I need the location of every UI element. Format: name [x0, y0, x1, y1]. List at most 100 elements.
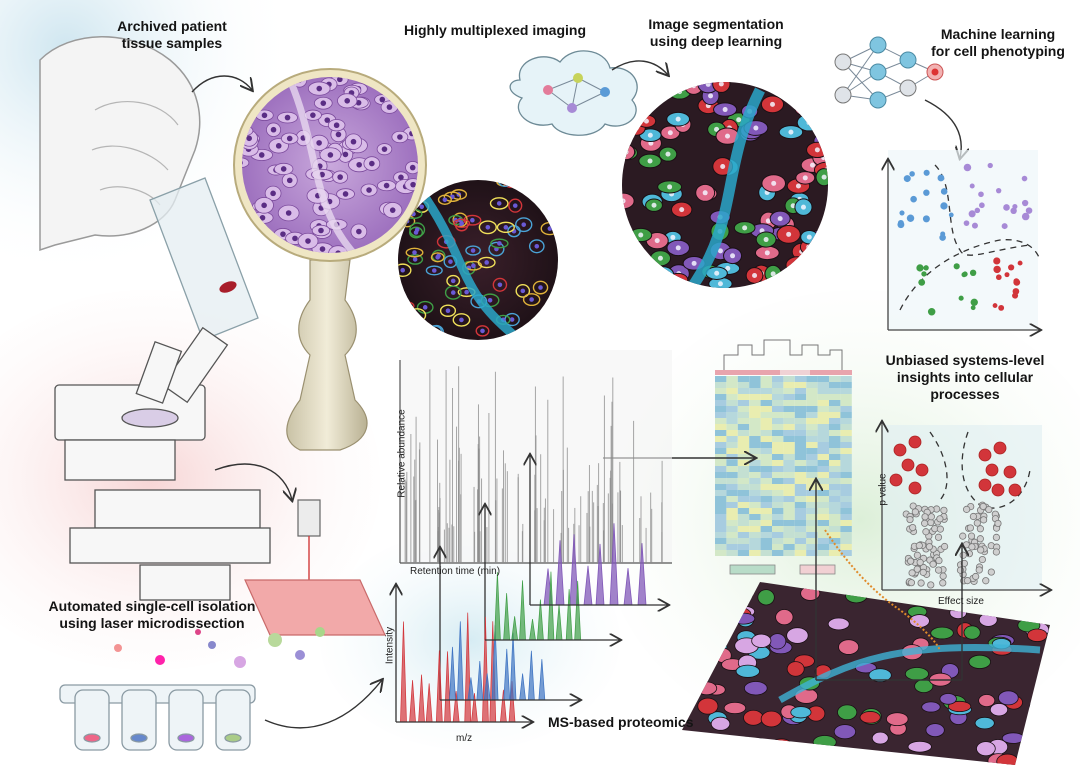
hne-nucleus [320, 100, 327, 106]
multiplex-cell [532, 280, 549, 295]
segmented-nucleus [725, 133, 731, 139]
heatmap-cell [806, 490, 818, 496]
segmented-nucleus [800, 106, 806, 112]
tissue-cell [710, 716, 731, 731]
label-archived-line1: Archived patient [117, 18, 227, 34]
hne-nucleus [350, 138, 357, 145]
heatmap-cell [715, 454, 727, 460]
volcano-point [916, 558, 924, 567]
heatmap-cell [817, 412, 829, 418]
phenotype-point [953, 263, 960, 270]
volcano-significant-point [1008, 483, 1022, 497]
heatmap-cell [749, 448, 761, 454]
heatmap-cell [737, 406, 750, 412]
heatmap-cell [817, 436, 829, 442]
segmented-nucleus [765, 218, 771, 224]
heatmap-cell [772, 400, 784, 406]
volcano-point [913, 565, 921, 573]
heatmap-cell [749, 442, 761, 448]
segmented-nucleus [654, 238, 660, 244]
tube-rack-icon [59, 684, 256, 751]
heatmap-cell [840, 406, 852, 412]
heatmap-cell [715, 400, 727, 406]
volcano-significant-point [889, 473, 903, 487]
heatmap-cell [737, 490, 750, 496]
ms-peak [452, 691, 460, 723]
multiplex-cell [544, 188, 558, 199]
heatmap-cell [829, 376, 841, 382]
multiplex-cell [409, 226, 424, 239]
tissue-cell [904, 667, 929, 681]
phenotype-point [916, 264, 924, 272]
heatmap-cell [760, 508, 772, 514]
tissue-cell [909, 614, 930, 628]
multiplex-nucleus [496, 201, 502, 206]
hne-nucleus [324, 117, 331, 123]
heatmap-cell [817, 424, 829, 430]
tissue-cell [948, 700, 972, 713]
heatmap-cell [715, 460, 727, 466]
hne-nucleus [275, 143, 282, 149]
label-multiplexed-imaging: Highly multiplexed imaging [403, 22, 587, 38]
heatmap-cell [840, 484, 852, 490]
heatmap-cell [772, 382, 784, 388]
volcano-point [913, 551, 921, 559]
multiplex-nucleus [547, 180, 553, 183]
heatmap-cell [715, 532, 727, 538]
hne-nucleus [285, 210, 292, 216]
ms-peak [529, 619, 536, 641]
heatmap-cell [829, 418, 841, 424]
ms-peak [418, 674, 425, 723]
heatmap-cell [760, 472, 772, 478]
heatmap-cell [726, 472, 738, 478]
heatmap-cell [794, 406, 807, 412]
tissue-cell [786, 661, 805, 677]
heatmap-cell [760, 520, 772, 526]
segmented-cell [627, 119, 646, 136]
heatmap-cell [783, 412, 795, 418]
axis-mz: m/z [456, 733, 473, 744]
heatmap-cell [772, 478, 784, 484]
phenotype-point [970, 298, 978, 306]
heatmap-cell [817, 550, 829, 556]
heatmap-cell [817, 508, 829, 514]
heatmap-cell [806, 406, 818, 412]
heatmap-cell [737, 448, 750, 454]
multiplex-cell [524, 326, 541, 339]
phenotype-point [995, 274, 1002, 281]
segmented-cell [651, 271, 671, 288]
heatmap-cell [772, 412, 784, 418]
segmented-cell [774, 82, 796, 95]
tissue-cell [968, 654, 991, 669]
segmented-nucleus [763, 237, 769, 243]
volcano-point [973, 519, 981, 527]
tissue-cell [768, 633, 787, 650]
heatmap-cell [794, 412, 807, 418]
heatmap-cell [783, 430, 795, 436]
hne-nucleus [284, 114, 291, 121]
segmented-nucleus [691, 260, 697, 266]
heatmap-cell [726, 454, 738, 460]
heatmap-cell [760, 436, 772, 442]
segmented-nucleus [705, 82, 711, 87]
heatmap-cell [715, 484, 727, 490]
phenotype-point [971, 222, 978, 229]
multiplex-cell [444, 285, 462, 300]
segmented-nucleus [702, 190, 708, 196]
heatmap-cell [829, 514, 841, 520]
heatmap-cell [715, 436, 727, 442]
hne-nucleus [389, 207, 396, 213]
heatmap-cell [840, 472, 852, 478]
volcano-point [979, 502, 987, 511]
heatmap-cell [760, 418, 772, 424]
tissue-cell [868, 668, 892, 683]
segmented-nucleus [820, 116, 826, 122]
segmented-nucleus [810, 162, 816, 168]
heatmap-cell [760, 388, 772, 394]
tissue-section-icon [244, 579, 386, 636]
tissue-cell [775, 609, 794, 626]
heatmap-cell [715, 538, 727, 544]
heatmap-cell [715, 502, 727, 508]
heatmap-cell [783, 496, 795, 502]
heatmap-cell [772, 376, 784, 382]
